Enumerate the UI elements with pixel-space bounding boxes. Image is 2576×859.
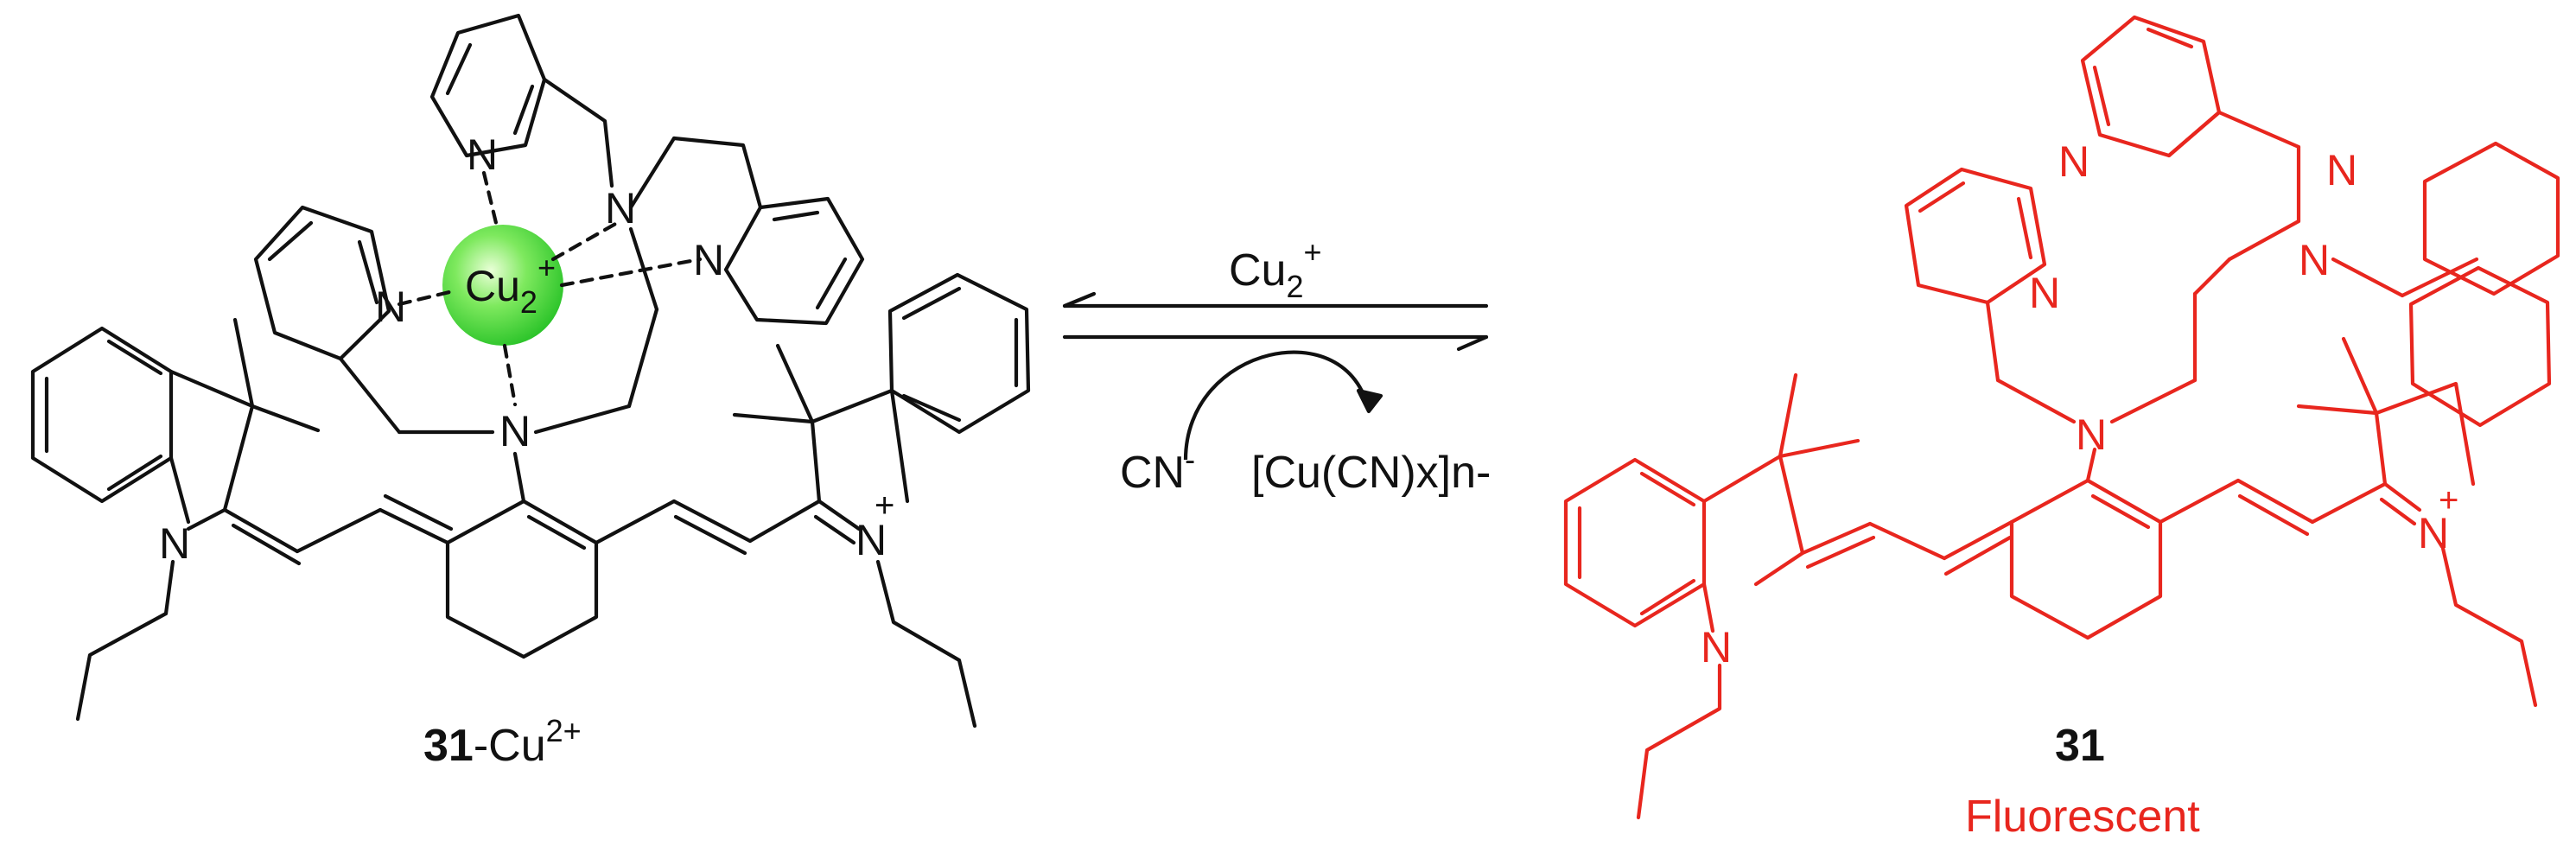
complex-31-cu-structure	[30, 13, 1031, 729]
reaction-byproduct: [Cu(CN)x]n-	[1251, 448, 1491, 498]
left-atom-n-indoline: N	[159, 519, 190, 568]
right-atom-n-amine: N	[2076, 410, 2107, 459]
reaction-reagent-cyanide: CN-	[1120, 442, 1195, 498]
right-atom-n-pyridine-top: N	[2058, 137, 2089, 186]
left-atom-n-tertiary: N	[605, 184, 636, 232]
copper-label: Cu2+	[465, 250, 556, 320]
left-charge-plus: +	[875, 487, 894, 525]
left-atom-n-pyridine-left: N	[375, 283, 406, 331]
right-atom-n-pyridine-right: N	[2326, 146, 2357, 194]
left-atom-n-pyridine-top: N	[467, 130, 498, 179]
left-compound-label: 31-Cu2+	[423, 713, 582, 771]
reaction-reagent-top: Cu2+	[1229, 234, 1322, 304]
right-atom-n-indolium: N	[2418, 509, 2449, 557]
right-compound-caption: Fluorescent	[1965, 792, 2200, 842]
left-atom-n-amine: N	[499, 407, 531, 455]
right-compound-label: 31	[2055, 721, 2105, 771]
left-atom-n-pyridine-right: N	[693, 236, 724, 284]
right-atom-n-indoline: N	[1701, 623, 1732, 671]
right-atom-n-tertiary: N	[2299, 236, 2330, 284]
equilibrium-arrows	[1062, 291, 1489, 461]
copper-ion-sphere	[442, 225, 563, 346]
right-atom-n-pyridine-left: N	[2029, 269, 2060, 317]
right-charge-plus: +	[2439, 481, 2458, 519]
compound-31-structure	[1563, 15, 2560, 820]
left-atom-n-indolium: N	[855, 516, 887, 564]
